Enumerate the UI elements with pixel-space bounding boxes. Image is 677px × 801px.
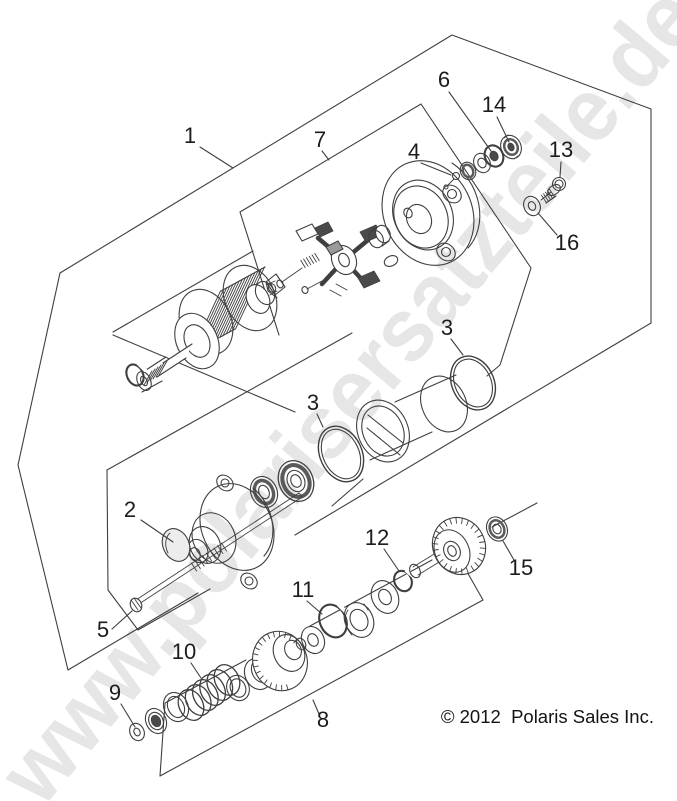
- clutch-teeth: [252, 630, 298, 692]
- output-gear: [409, 516, 487, 579]
- callout-label-11: 11: [292, 577, 315, 602]
- drive-washer: [300, 625, 326, 655]
- housing-bolt-4: [443, 171, 461, 190]
- callout-label-3: 3: [307, 390, 319, 415]
- brush-holder-assembly: [265, 221, 383, 299]
- callout-leader-4: [420, 162, 452, 176]
- field-case-tube: [356, 374, 468, 463]
- callout-leader-7: [321, 150, 330, 161]
- callout-label-9: 9: [109, 680, 121, 705]
- clip-12: [393, 569, 415, 593]
- washer-small: [459, 161, 477, 181]
- callout-leader-10: [190, 662, 202, 679]
- thrust-washer: [370, 580, 400, 614]
- brush-spring-coil: [300, 252, 320, 269]
- callout-leader-2: [140, 519, 174, 543]
- retainer-ring: [162, 691, 190, 723]
- bolt-13: [540, 176, 567, 204]
- callout-label-12: 12: [365, 525, 389, 550]
- callout-label-1: 1: [184, 123, 196, 148]
- callout-label-13: 13: [549, 137, 573, 162]
- o-ring-3-lower: [317, 425, 365, 483]
- gear-teeth: [431, 517, 487, 575]
- callout-label-10: 10: [172, 639, 196, 664]
- spline-teeth: [143, 360, 168, 386]
- stop-washer: [144, 707, 168, 735]
- group-box-7-outline: [239, 103, 532, 507]
- clutch-drum: [252, 630, 308, 692]
- callout-label-14: 14: [482, 92, 506, 117]
- through-bolt-5: [129, 492, 303, 613]
- callout-leader-8: [312, 699, 320, 715]
- callout-label-2: 2: [124, 497, 136, 522]
- callout-leader-13: [559, 161, 562, 178]
- copyright-text: © 2012 Polaris Sales Inc.: [441, 706, 654, 727]
- o-ring-3-upper: [449, 355, 497, 411]
- armature-snap-ring: [125, 362, 147, 387]
- callout-leader-11: [306, 600, 323, 615]
- armature-group-lines: [112, 250, 296, 413]
- callout-leader-15: [502, 540, 515, 561]
- callout-label-4: 4: [408, 139, 420, 164]
- callout-label-3: 3: [441, 315, 453, 340]
- callout-label-8: 8: [317, 707, 329, 732]
- bolt-13-threads: [541, 188, 555, 204]
- callout-leader-16: [537, 212, 558, 236]
- callout-leader-6: [448, 91, 492, 152]
- group-box-1-outline: [17, 34, 652, 671]
- bearing: [277, 460, 315, 502]
- plug-2: [161, 528, 191, 562]
- callout-label-5: 5: [97, 617, 109, 642]
- tube-group-lines: [106, 332, 353, 631]
- callout-leader-1: [199, 146, 234, 169]
- callout-layer: 1 7 6 14 13 4 16 3 3 2 5 11 12 15 10 9 8: [97, 67, 579, 732]
- washer-16: [523, 195, 541, 217]
- callout-leader-3: [316, 413, 324, 428]
- washer-15: [485, 516, 509, 542]
- split-retainer: [343, 602, 375, 638]
- callout-label-6: 6: [438, 67, 450, 92]
- callout-label-7: 7: [314, 127, 326, 152]
- callout-leader-3: [450, 338, 464, 356]
- callout-leader-14: [496, 116, 510, 143]
- callout-leader-5: [111, 610, 133, 630]
- callout-leader-9: [120, 703, 136, 728]
- callout-label-16: 16: [555, 230, 579, 255]
- callout-leader-12: [383, 548, 400, 572]
- callout-label-15: 15: [509, 555, 533, 580]
- armature: [136, 264, 278, 393]
- bolt-5-threads: [190, 542, 228, 572]
